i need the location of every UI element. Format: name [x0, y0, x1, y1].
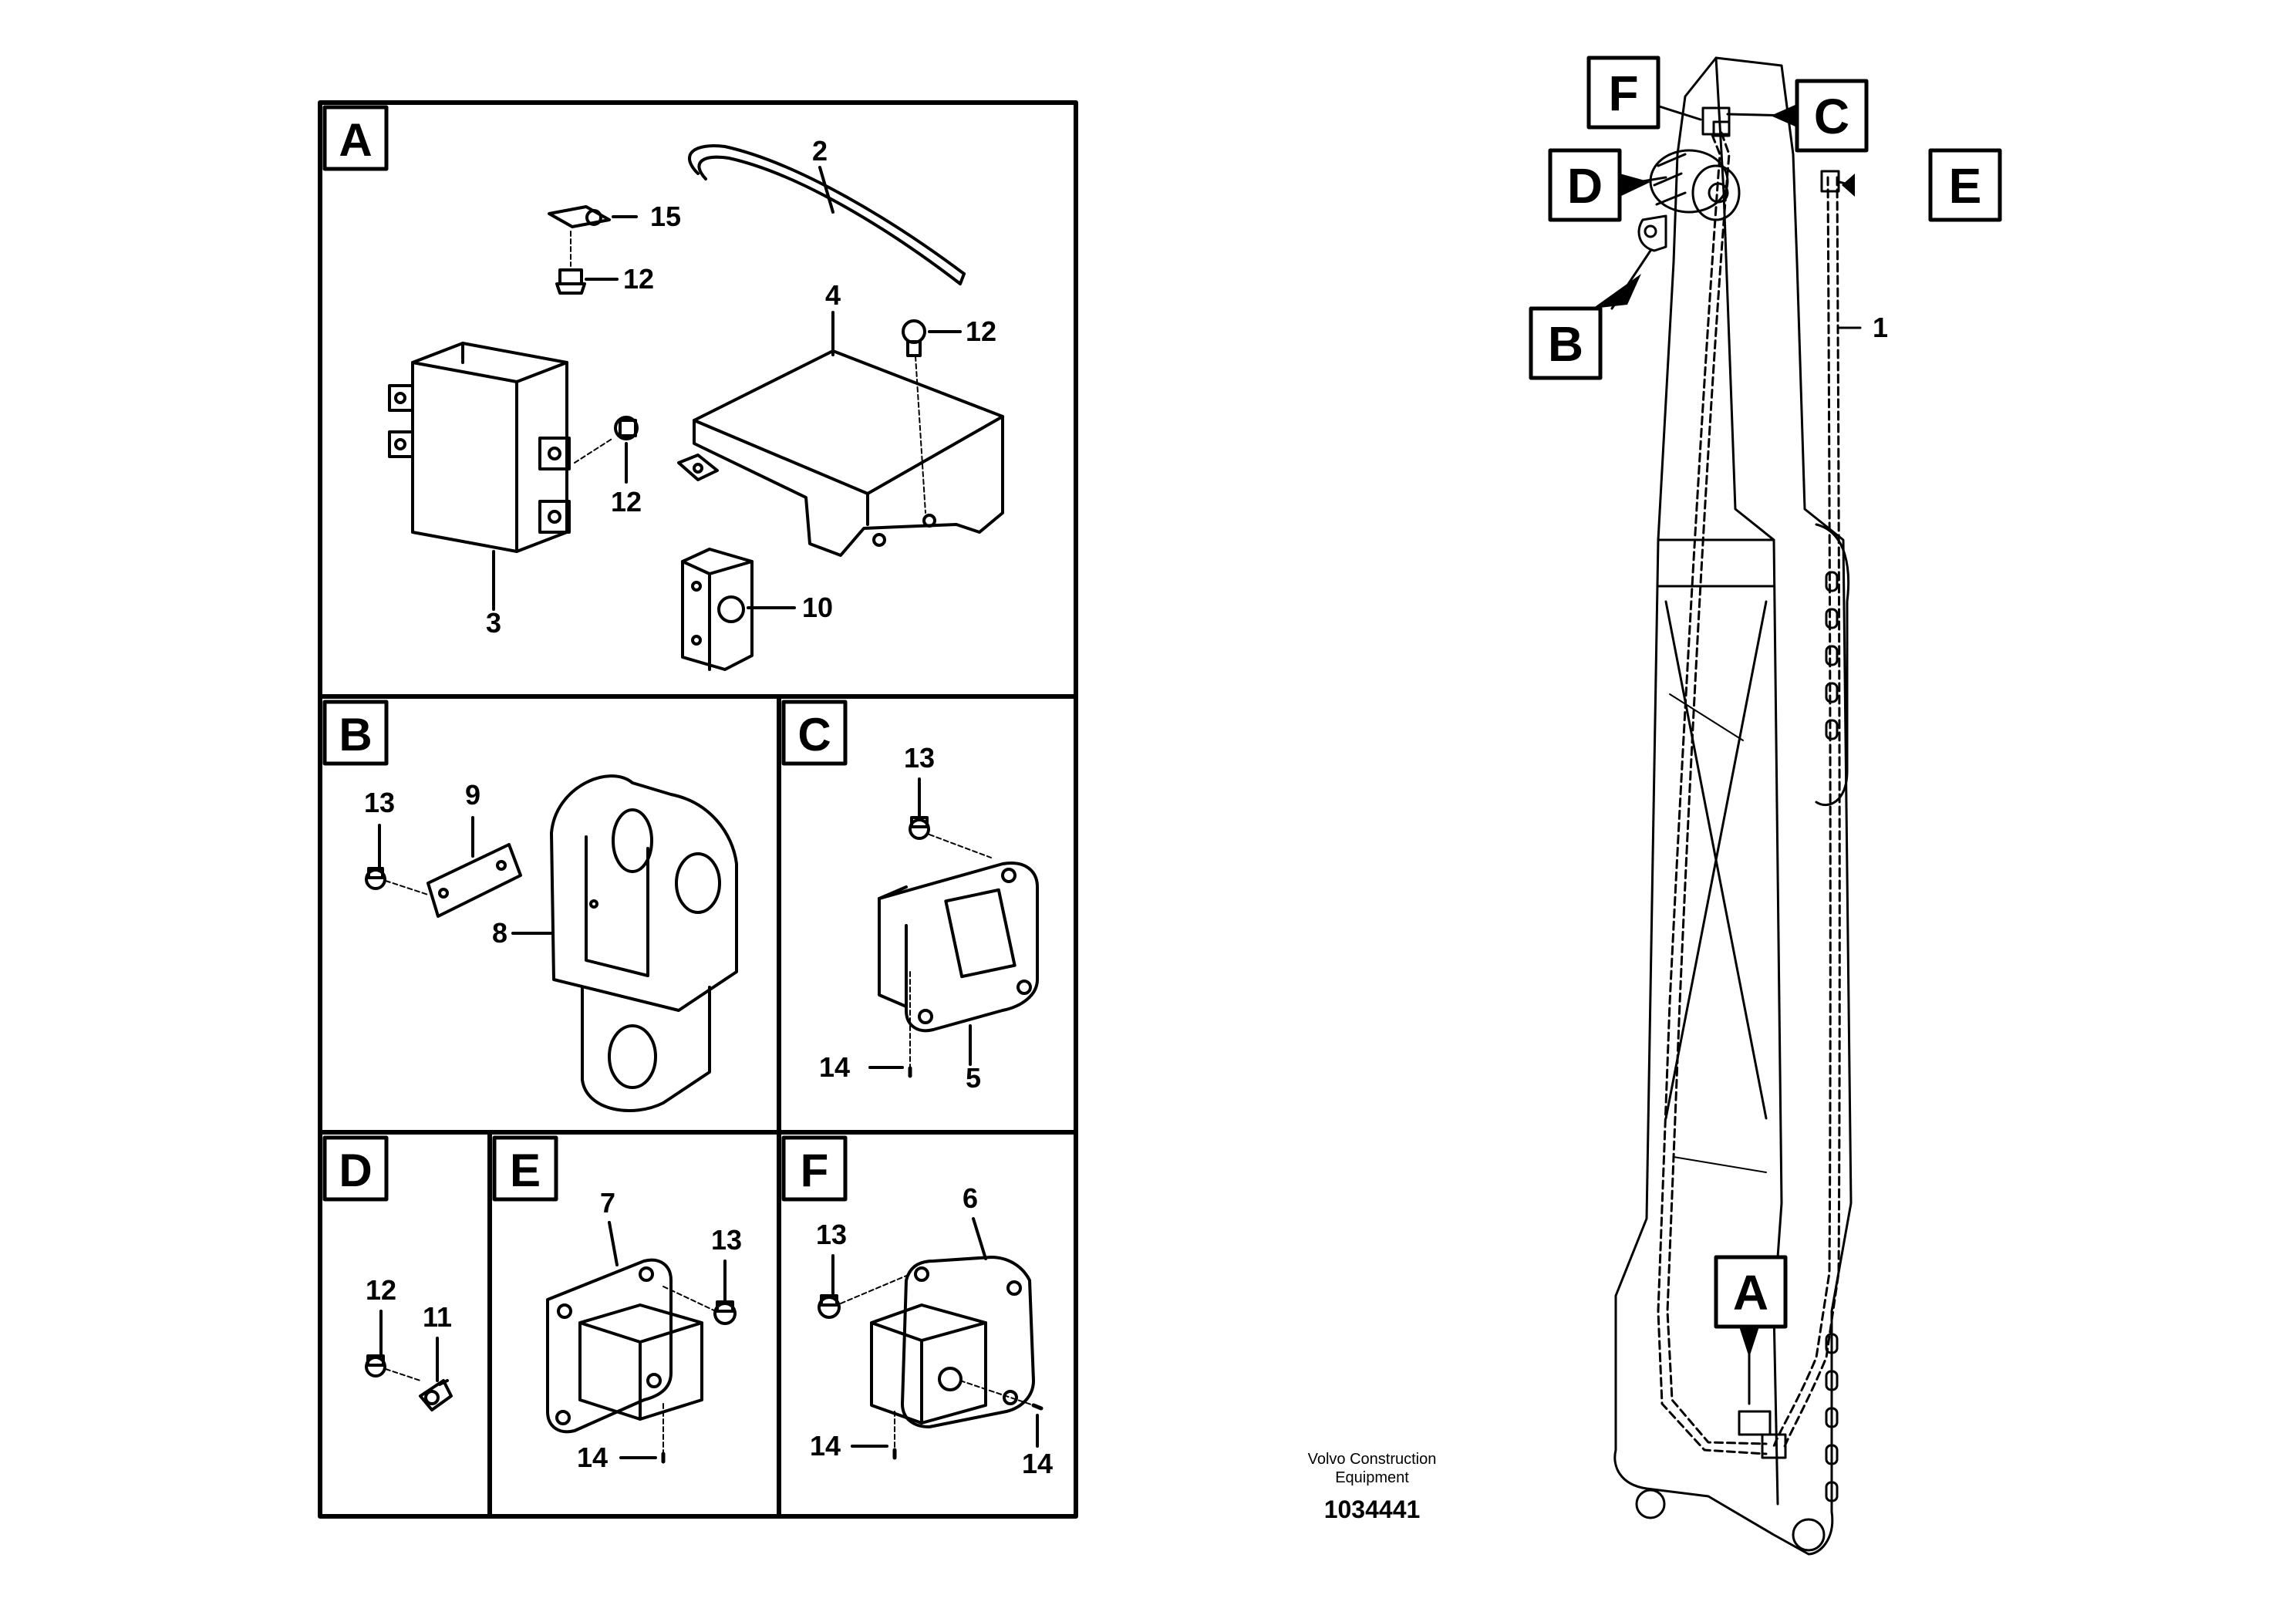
- part-number-label: 12: [966, 315, 996, 347]
- part-11-clip: [419, 1379, 453, 1411]
- panel-c-letter: C: [797, 709, 831, 760]
- overview-callout-a: A: [1733, 1265, 1768, 1320]
- part-number-label: 14: [819, 1051, 850, 1083]
- overview-callout-b: B: [1548, 316, 1583, 372]
- part-number-label: 6: [963, 1182, 978, 1214]
- overview-callout-e: E: [1949, 158, 1982, 214]
- leader-2: [818, 166, 834, 214]
- panel-f-letter: F: [801, 1145, 829, 1196]
- harness-1: [1657, 131, 1841, 1455]
- part-number-label: 3: [486, 607, 501, 639]
- part-5-mount: [878, 862, 1039, 1033]
- part-15-clip: [548, 205, 611, 228]
- overview-callout-c: C: [1814, 89, 1849, 144]
- panel-c: [868, 777, 1039, 1078]
- brand-line-2: Equipment: [1335, 1469, 1409, 1486]
- part-13-bolt: [365, 867, 429, 895]
- part-number-label: 9: [465, 779, 480, 811]
- overview-callout-boxes: [1529, 56, 2002, 1329]
- part-number-label: 2: [812, 135, 828, 167]
- overview-callout-d: D: [1567, 158, 1603, 214]
- leader-7: [608, 1221, 619, 1266]
- panel-d: [365, 1310, 453, 1411]
- part-number-label: 13: [816, 1219, 847, 1250]
- part-3-box: [388, 342, 571, 553]
- harness-label: 1: [1873, 312, 1888, 343]
- part-14-screw-side: [959, 1380, 1043, 1411]
- part-number-label: 7: [600, 1187, 615, 1219]
- panel-f: [818, 1217, 1043, 1460]
- part-number-label: 10: [802, 592, 833, 623]
- detail-grid-frame: [318, 100, 1078, 1519]
- part-9-plate: [426, 843, 522, 918]
- overview-callout-f: F: [1608, 66, 1638, 121]
- part-8-clevis: [550, 774, 738, 1112]
- part-12-bolt: [365, 1354, 421, 1381]
- part-4-cover: [677, 349, 1004, 557]
- overview-arm: [1613, 56, 1853, 1556]
- part-12-bolt-top: [555, 231, 586, 295]
- panel-b: [365, 774, 738, 1112]
- part-number-label: 12: [611, 486, 642, 518]
- panel-a: [388, 144, 1004, 671]
- part-number-label: 11: [423, 1301, 452, 1333]
- part-number-label: 13: [711, 1224, 742, 1256]
- part-12-bolt-mid: [574, 416, 639, 464]
- panel-letter-boxes: [322, 105, 848, 1202]
- arm-slots: [1825, 571, 1839, 1502]
- part-2-cable: [688, 144, 966, 285]
- part-number-label: 15: [650, 201, 681, 232]
- part-10-bracket: [681, 548, 754, 671]
- document-number: 1034441: [1324, 1496, 1421, 1523]
- panel-e-letter: E: [510, 1145, 541, 1196]
- part-6-mount: [870, 1256, 1035, 1428]
- panel-a-letter: A: [339, 114, 372, 166]
- part-12-bolt-right: [902, 319, 926, 514]
- leader-6: [972, 1217, 987, 1260]
- part-number-label: 13: [904, 742, 935, 774]
- part-number-label: 12: [366, 1274, 396, 1306]
- part-number-label: 12: [623, 263, 654, 295]
- part-number-label: 4: [825, 279, 841, 311]
- connector-a: [1738, 1410, 1787, 1459]
- part-number-label: 14: [810, 1430, 841, 1462]
- part-13-bolt: [818, 1273, 911, 1319]
- part-number-label: 14: [1022, 1448, 1053, 1479]
- part-number-label: 5: [966, 1062, 981, 1094]
- connector-c: [1701, 106, 1731, 137]
- part-13-bolt: [909, 816, 992, 858]
- part-7-mount: [546, 1258, 703, 1434]
- part-number-label: 13: [364, 787, 395, 818]
- panel-d-letter: D: [339, 1145, 372, 1196]
- panel-e: [546, 1221, 737, 1464]
- part-number-label: 14: [577, 1442, 608, 1473]
- part-number-label: 8: [492, 917, 507, 949]
- panel-b-letter: B: [339, 709, 372, 760]
- brand-line-1: Volvo Construction: [1308, 1451, 1437, 1468]
